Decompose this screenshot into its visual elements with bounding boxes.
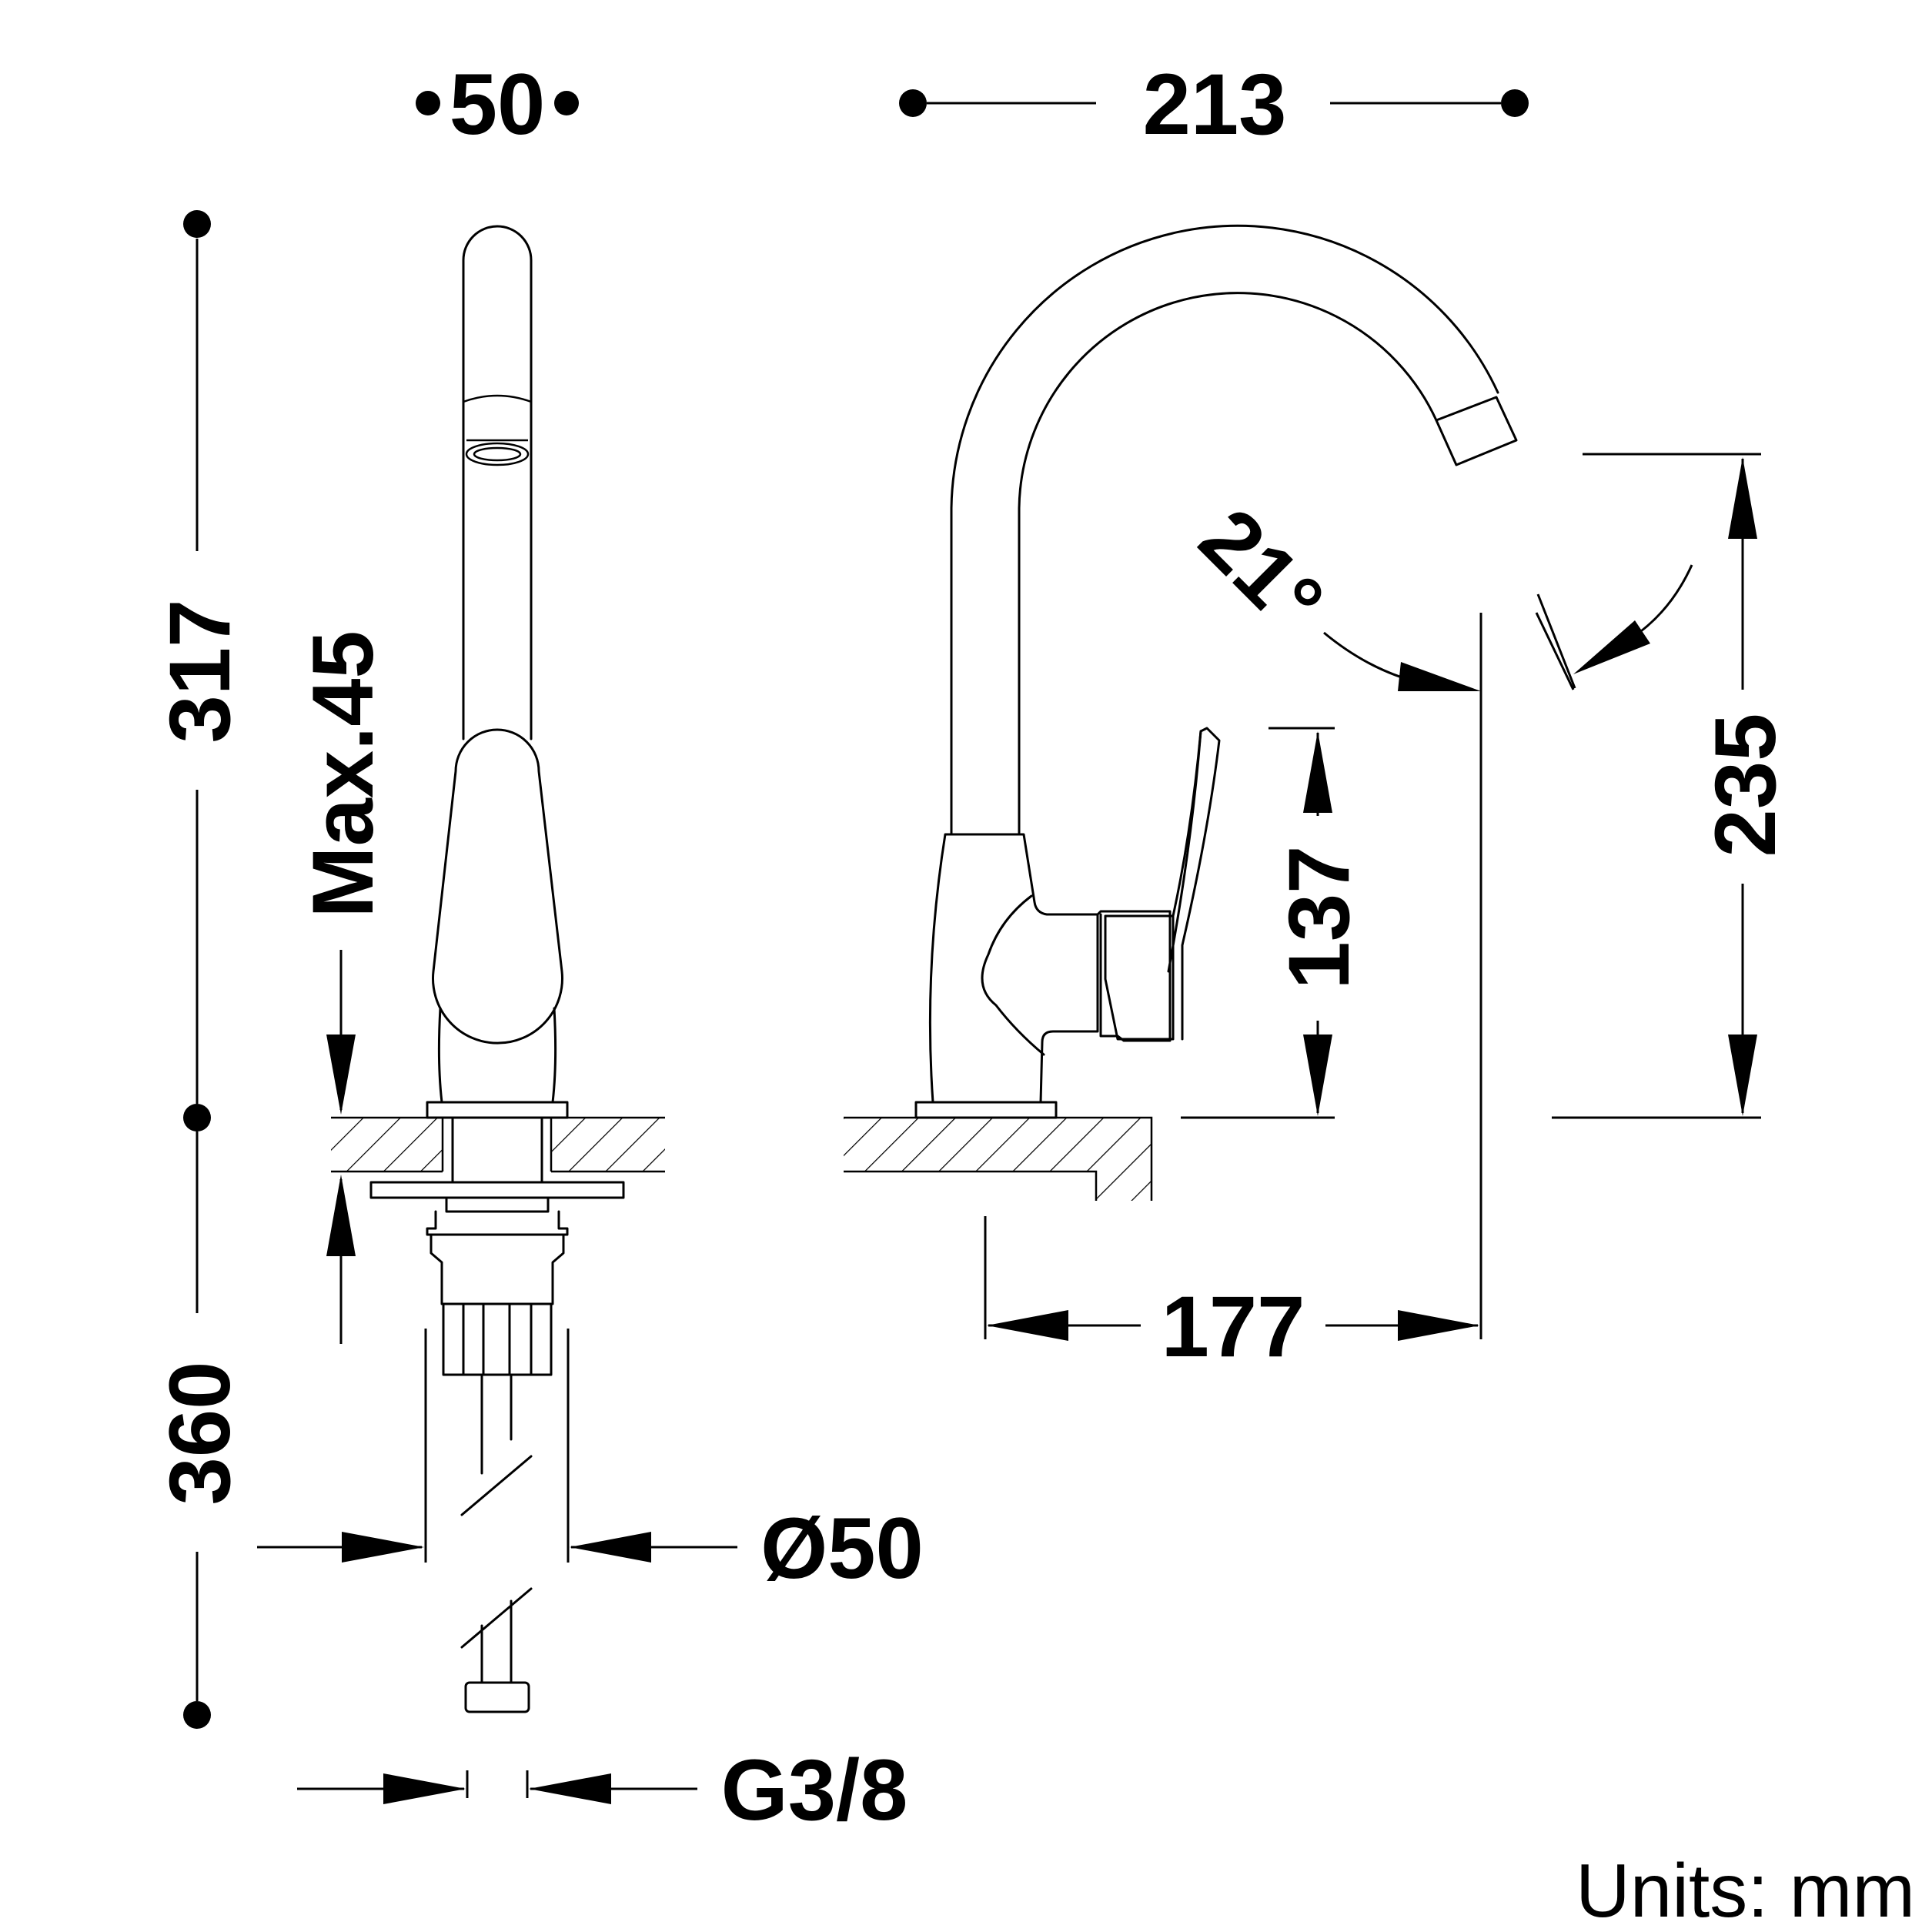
side-handle-arm xyxy=(1167,727,1221,1041)
side-spout-outlet xyxy=(1435,396,1518,466)
dim-spout-reach: 213 xyxy=(899,56,1529,152)
dim-angle-ref-line xyxy=(1535,612,1575,690)
front-g38-extension xyxy=(466,1770,529,1798)
dim-outlet-height: 235 xyxy=(1552,453,1793,1119)
dim-max45-label: Max.45 xyxy=(295,630,391,918)
side-spout-inner xyxy=(1018,292,1438,834)
dim-angle-arrow-left xyxy=(1398,662,1481,691)
front-handle-lever xyxy=(432,728,563,1045)
dim-177-arrow-left xyxy=(987,1310,1068,1341)
front-fixing-body xyxy=(430,1233,565,1305)
dim-angle-arrow-right xyxy=(1573,620,1650,674)
dim-g38-left-arrow xyxy=(383,1773,466,1804)
front-hose-break-upper xyxy=(460,1455,533,1516)
dim-max45-arrow-up xyxy=(326,1175,356,1256)
front-counter-right-hatch xyxy=(551,1118,665,1172)
dim-235-arrow-up xyxy=(1728,457,1757,539)
dim-177-arrow-right xyxy=(1398,1310,1479,1341)
dim-angle-label: 21° xyxy=(1182,490,1342,650)
side-body-neck xyxy=(981,894,1045,1056)
side-spout-outer xyxy=(950,224,1499,834)
front-aerator-band xyxy=(463,394,532,403)
front-counter-left-hatch xyxy=(331,1118,443,1172)
units-label: Units: mm xyxy=(1576,1848,1915,1932)
side-base-flange xyxy=(914,1101,1058,1119)
dim-317-bottom-dot xyxy=(183,1104,211,1131)
dim-g38-label: G3/8 xyxy=(721,1742,908,1838)
dim-50-right-dot xyxy=(554,91,579,115)
dim-base-to-outlet: 177 xyxy=(984,613,1482,1375)
dim-swivel-angle: 21° xyxy=(1182,490,1693,691)
front-o50-extension xyxy=(424,1329,570,1563)
dim-360-label: 360 xyxy=(152,1362,248,1506)
dim-connection-thread: G3/8 xyxy=(297,1742,908,1838)
dim-137-label: 137 xyxy=(1271,846,1367,990)
dim-g38-right-arrow xyxy=(529,1773,611,1804)
dim-213-label: 213 xyxy=(1143,56,1287,152)
front-mounting-bracket xyxy=(382,1196,614,1213)
dim-o50-left-arrow xyxy=(342,1532,424,1563)
dim-235-arrow-down xyxy=(1728,1035,1757,1116)
front-nut xyxy=(426,1210,569,1236)
side-handle-lever xyxy=(1104,914,1175,1041)
front-fixing-nut-slots xyxy=(462,1302,533,1376)
dim-177-label: 177 xyxy=(1162,1279,1305,1375)
dim-base-diameter: Ø50 xyxy=(257,1500,924,1596)
dim-50-left-dot xyxy=(416,91,440,115)
front-hose-end-fitting xyxy=(464,1681,530,1713)
front-view xyxy=(331,225,665,1798)
dim-handle-height: 137 xyxy=(1181,727,1367,1119)
front-body xyxy=(437,1007,557,1104)
dim-317-label: 317 xyxy=(152,600,248,744)
side-view xyxy=(844,224,1518,1201)
front-aerator-ring-inner xyxy=(473,446,522,462)
dim-213-right-dot xyxy=(1501,89,1529,117)
side-counter-outline xyxy=(844,1116,1153,1201)
front-hose-lower xyxy=(480,1599,513,1684)
dim-317-top-dot xyxy=(183,210,211,238)
dim-max-deck: Max.45 xyxy=(295,630,391,1344)
dim-vertical-left: 317 360 xyxy=(152,210,248,1729)
dim-137-arrow-up xyxy=(1303,731,1332,813)
front-aerator-ring xyxy=(465,442,530,466)
side-counter-hatch xyxy=(844,1118,1152,1201)
dim-360-bottom-dot xyxy=(183,1701,211,1729)
front-base-flange xyxy=(426,1101,569,1119)
dim-50-label: 50 xyxy=(450,56,546,152)
dim-o50-label: Ø50 xyxy=(760,1500,924,1596)
side-cartridge-block xyxy=(1096,910,1172,1042)
dim-angle-tilted-line xyxy=(1536,593,1576,689)
dim-235-label: 235 xyxy=(1697,714,1793,857)
front-hose-break-lower xyxy=(460,1587,533,1649)
side-body xyxy=(928,833,1099,1104)
dim-213-left-dot xyxy=(899,89,927,117)
dim-spout-diameter: 50 xyxy=(416,56,579,152)
front-counter-lines xyxy=(331,1116,665,1173)
dim-o50-right-arrow xyxy=(570,1532,651,1563)
front-shank-upper xyxy=(451,1116,543,1184)
front-mounting-plate xyxy=(369,1181,625,1199)
dim-137-arrow-down xyxy=(1303,1035,1332,1116)
front-spout-tube xyxy=(462,225,533,740)
front-fixing-nut xyxy=(442,1302,553,1376)
dim-max45-arrow-down xyxy=(326,1035,356,1115)
front-hose-upper xyxy=(480,1373,513,1475)
side-handle-grip xyxy=(1172,730,1202,918)
